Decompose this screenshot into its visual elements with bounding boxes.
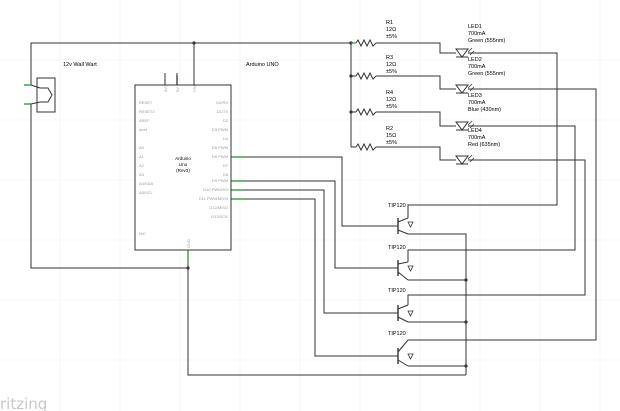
led-color: Red (635nm) — [468, 142, 500, 148]
led-color: Blue (430nm) — [468, 107, 501, 113]
led: LED4 700mA Red (635nm) — [455, 128, 500, 165]
led-name: LED1 — [468, 24, 482, 30]
transistor-name: TIP120 — [388, 245, 406, 251]
pin-label-right: D2 — [223, 118, 229, 123]
power-jack — [30, 77, 56, 113]
led: LED1 700mA Green (555nm) — [455, 24, 505, 58]
led: LED2 700mA Green (555nm) — [455, 57, 505, 94]
power-jack-label: 12v Wall Wart — [63, 62, 97, 68]
pin-label-right: D12/MISO — [209, 205, 228, 210]
resistor: R3 12Ω ±5% — [355, 55, 397, 81]
arduino-left-pins: RESET RESET2 AREF ioref A0 A1 A2 A3 A4/S… — [139, 100, 155, 236]
transistor: TIP120 — [388, 203, 414, 235]
pin-label-left: A0 — [139, 145, 145, 150]
pin-label-right: D9 PWM — [212, 178, 228, 183]
led-name: LED2 — [468, 57, 482, 63]
transistor: TIP120 — [388, 245, 414, 281]
resistor-tolerance: ±5% — [386, 104, 397, 110]
pin-label-right: D1/TX — [217, 109, 229, 114]
resistor: R4 12Ω ±5% — [355, 90, 397, 117]
arduino-label: Arduino UNO — [246, 62, 279, 68]
pin-label-right: D10 PWM/SS — [203, 187, 228, 192]
led-name: LED3 — [468, 93, 482, 99]
resistor-value: 15Ω — [386, 133, 396, 139]
pin-label-right: D6 PWM — [212, 154, 228, 159]
transistor-name: TIP120 — [388, 331, 406, 337]
transistor: TIP120 — [388, 288, 414, 323]
resistor-name: R1 — [386, 20, 393, 26]
pin-label-left: A2 — [139, 163, 145, 168]
pin-label-left: N/C — [139, 231, 146, 236]
led-name: LED4 — [468, 128, 482, 134]
resistor-name: R2 — [386, 126, 393, 132]
pin-label-left: AREF — [139, 118, 150, 123]
pin-label-left: A3 — [139, 172, 145, 177]
led-current: 700mA — [468, 64, 486, 70]
pin-label-right: D4 — [223, 136, 229, 141]
junctions — [186, 41, 468, 368]
arduino-right-pins: D0/RX D1/TX D2 D3 PWM D4 D5 PWM D6 PWM D… — [199, 100, 229, 219]
pin-label-right: D5 PWM — [212, 145, 228, 150]
arduino-center-line-2: Uno — [179, 162, 188, 167]
arduino-center-line-1: Arduino — [175, 156, 191, 161]
arduino-center-line-3: (Rev3) — [176, 168, 190, 173]
led-color: Green (555nm) — [468, 38, 505, 44]
led-current: 700mA — [468, 135, 486, 141]
pin-label-right: D0/RX — [216, 100, 228, 105]
resistor-tolerance: ±5% — [386, 34, 397, 40]
resistor-value: 12Ω — [386, 27, 396, 33]
resistor-value: 12Ω — [386, 62, 396, 68]
led-color: Green (555nm) — [468, 71, 505, 77]
pin-label-left: A1 — [139, 154, 145, 159]
pin-label-right: D8 — [223, 172, 229, 177]
pin-label-right: D11 PWM/MOSI — [199, 196, 228, 201]
pin-label-right: D7 — [223, 163, 229, 168]
transistor-name: TIP120 — [388, 288, 406, 294]
pin-label-top: 5V — [175, 87, 180, 92]
pin-label-top: 3V3 — [163, 84, 168, 92]
fritzing-watermark: ritzing — [0, 395, 47, 411]
led-current: 700mA — [468, 31, 486, 37]
resistor-tolerance: ±5% — [386, 140, 397, 146]
led-current: 700mA — [468, 100, 486, 106]
pin-label-left: RESET — [139, 100, 153, 105]
resistor-name: R3 — [386, 55, 393, 61]
arduino-top-pins: 3V3 5V VIN — [163, 84, 197, 92]
wires — [30, 42, 597, 376]
transistor-name: TIP120 — [388, 203, 406, 209]
pin-label-left: RESET2 — [139, 109, 155, 114]
resistor-tolerance: ±5% — [386, 69, 397, 75]
pin-label-left: A5/SCL — [139, 190, 154, 195]
pin-label-left: A4/SDA — [139, 181, 154, 186]
resistor-value: 12Ω — [386, 97, 396, 103]
resistor: R1 12Ω ±5% — [351, 20, 397, 48]
pin-label-top: VIN — [192, 85, 197, 92]
pin-label-bottom: GND — [186, 239, 191, 248]
pin-label-right: D3 PWM — [212, 127, 228, 132]
resistor: R2 15Ω ±5% — [355, 126, 397, 152]
pin-label-left: ioref — [139, 127, 148, 132]
arduino-board — [134, 73, 232, 251]
transistor: TIP120 — [388, 331, 414, 367]
pin-label-right: D13/SCK — [211, 214, 228, 219]
resistor-name: R4 — [386, 90, 393, 96]
led: LED3 700mA Blue (430nm) — [455, 93, 501, 131]
